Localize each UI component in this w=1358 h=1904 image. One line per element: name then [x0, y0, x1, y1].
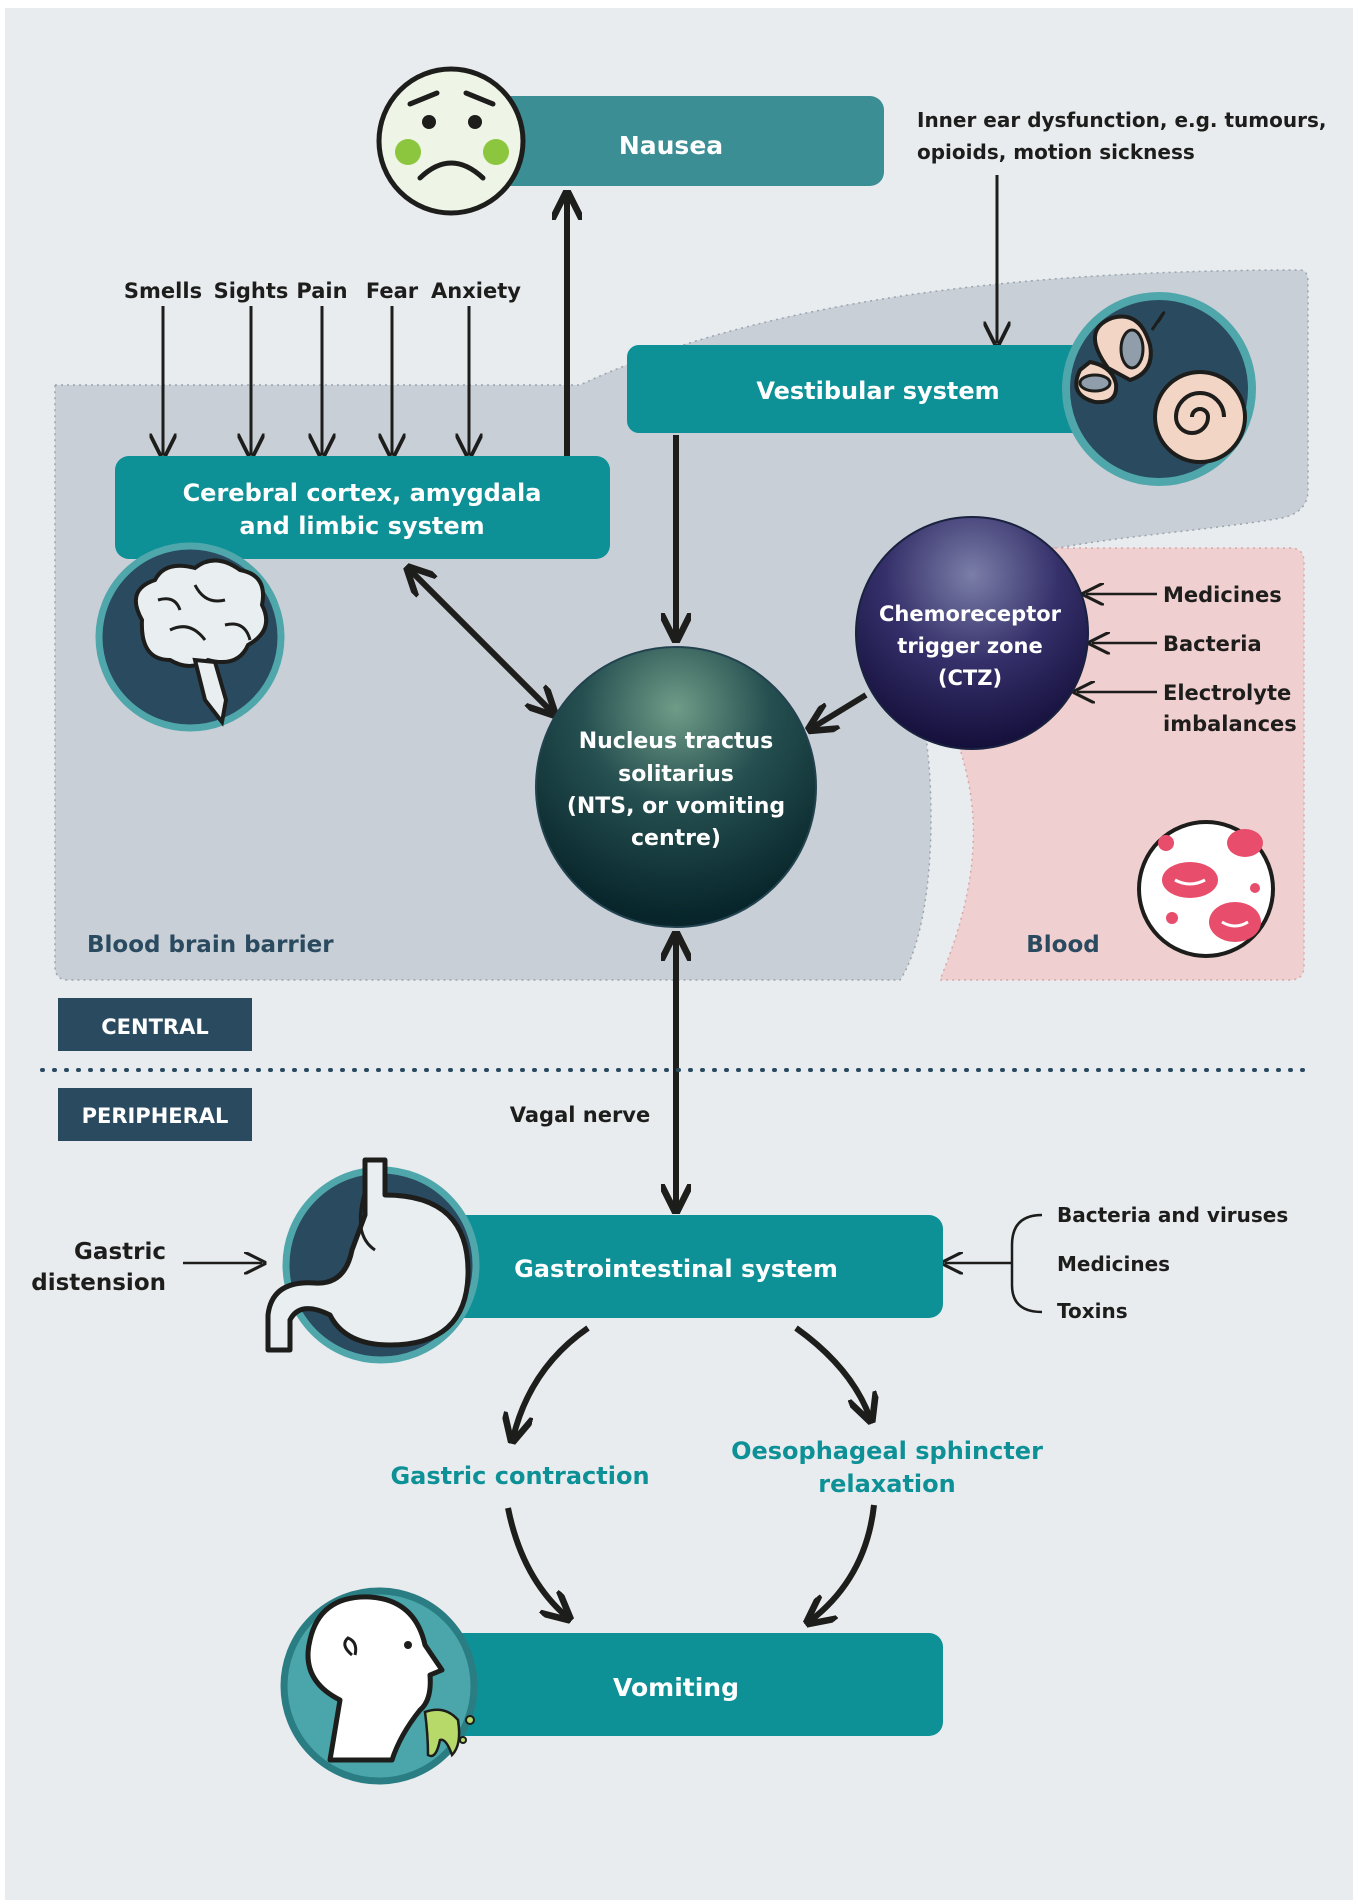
ctz-input-bacteria: Bacteria [1163, 632, 1262, 656]
main-arrows [410, 196, 874, 1621]
nts-label-line-2: solitarius [618, 762, 734, 787]
gi-box [440, 1215, 943, 1318]
inner-ear-icon [1062, 292, 1256, 486]
emotional-input-arrows [163, 306, 469, 455]
sphincter-label-line-1: Oesophageal sphincter [731, 1437, 1043, 1465]
arrow-gi-to-sphincter [794, 1325, 870, 1418]
small-input-arrows [183, 594, 1157, 1314]
cortex-label-line-2: and limbic system [239, 512, 484, 540]
peripheral-label: PERIPHERAL [82, 1104, 229, 1128]
nts-circle [535, 646, 817, 928]
ctz-circle [855, 516, 1089, 750]
peripheral-tab [58, 1088, 252, 1141]
nts-label-line-3: (NTS, or vomiting [567, 794, 785, 819]
inner-ear-line-1: Inner ear dysfunction, e.g. tumours, [917, 108, 1326, 132]
arrow-gi-to-contraction [513, 1325, 590, 1438]
vestibular-box [627, 345, 1097, 433]
inner-ear-line-2: opioids, motion sickness [917, 140, 1195, 164]
gastric-distension-line-2: distension [31, 1270, 166, 1296]
vagal-nerve-label: Vagal nerve [510, 1103, 650, 1127]
sad-face-icon [376, 66, 526, 216]
gastric-contraction-label: Gastric contraction [390, 1462, 649, 1490]
arrow-ctz-to-nts [812, 692, 868, 728]
cortex-label-line-1: Cerebral cortex, amygdala [183, 479, 542, 507]
bbb-region-label: Blood brain barrier [87, 932, 334, 958]
gi-input-bracket [1010, 1213, 1043, 1314]
ctz-input-medicines: Medicines [1163, 583, 1282, 607]
ctz-label-line-2: trigger zone [897, 634, 1042, 658]
stomach-icon [265, 1157, 480, 1364]
nts-label-line-4: centre) [631, 826, 721, 851]
sphincter-label-line-2: relaxation [818, 1470, 955, 1498]
input-smells: Smells [124, 279, 202, 303]
ctz-label-line-3: (CTZ) [938, 666, 1002, 690]
central-tab [58, 998, 252, 1051]
arrow-contraction-to-vomiting [505, 1507, 567, 1617]
input-sights: Sights [214, 279, 289, 303]
gastric-distension-line-1: Gastric [74, 1239, 166, 1265]
nts-label-line-1: Nucleus tractus [579, 729, 774, 754]
arrow-cortex-nts [410, 570, 552, 712]
input-pain: Pain [296, 279, 347, 303]
blood-cells-icon [1137, 820, 1275, 958]
gi-label: Gastrointestinal system [514, 1255, 838, 1283]
blood-region-label: Blood [1026, 932, 1099, 958]
vomiting-box [420, 1633, 943, 1736]
central-label: CENTRAL [101, 1015, 208, 1039]
ctz-input-electrolyte: Electrolyte [1163, 681, 1291, 705]
gi-input-bacteria-viruses: Bacteria and viruses [1057, 1203, 1288, 1227]
vomiting-head-icon [280, 1587, 478, 1785]
input-fear: Fear [366, 279, 419, 303]
ctz-input-imbalances: imbalances [1163, 712, 1297, 736]
gi-input-toxins: Toxins [1057, 1299, 1128, 1323]
nausea-label: Nausea [619, 131, 723, 160]
ctz-label-line-1: Chemoreceptor [879, 602, 1062, 626]
vomiting-label: Vomiting [613, 1673, 739, 1702]
nausea-box [480, 96, 884, 186]
input-anxiety: Anxiety [431, 279, 521, 303]
cortex-box [115, 456, 610, 559]
gi-input-medicines: Medicines [1057, 1252, 1170, 1276]
vestibular-label: Vestibular system [756, 377, 999, 405]
arrow-sphincter-to-vomiting [810, 1504, 877, 1621]
brain-icon [95, 542, 285, 732]
